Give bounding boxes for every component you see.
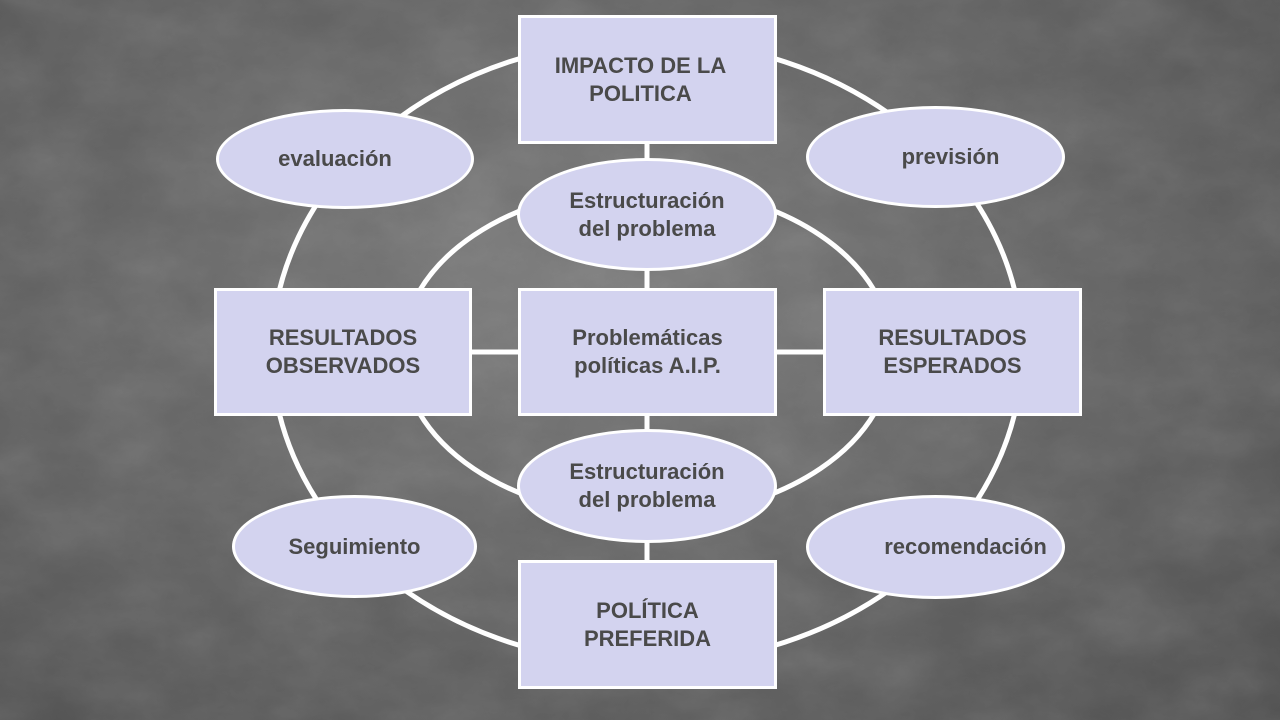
impacto-box: IMPACTO DE LA POLITICA [518, 15, 777, 144]
resultados-esperados-box: RESULTADOS ESPERADOS [823, 288, 1082, 416]
politica-preferida-box: POLÍTICA PREFERIDA [518, 560, 777, 689]
prevision-oval: previsión [806, 106, 1065, 208]
estructuracion-bottom-oval: Estructuración del problema [517, 429, 777, 543]
evaluacion-oval: evaluación [216, 109, 474, 209]
seguimiento-oval: Seguimiento [232, 495, 477, 598]
problematicas-box: Problemáticas políticas A.I.P. [518, 288, 777, 416]
estructuracion-top-oval: Estructuración del problema [517, 158, 777, 271]
resultados-observados-box: RESULTADOS OBSERVADOS [214, 288, 472, 416]
recomendacion-oval: recomendación [806, 495, 1065, 599]
